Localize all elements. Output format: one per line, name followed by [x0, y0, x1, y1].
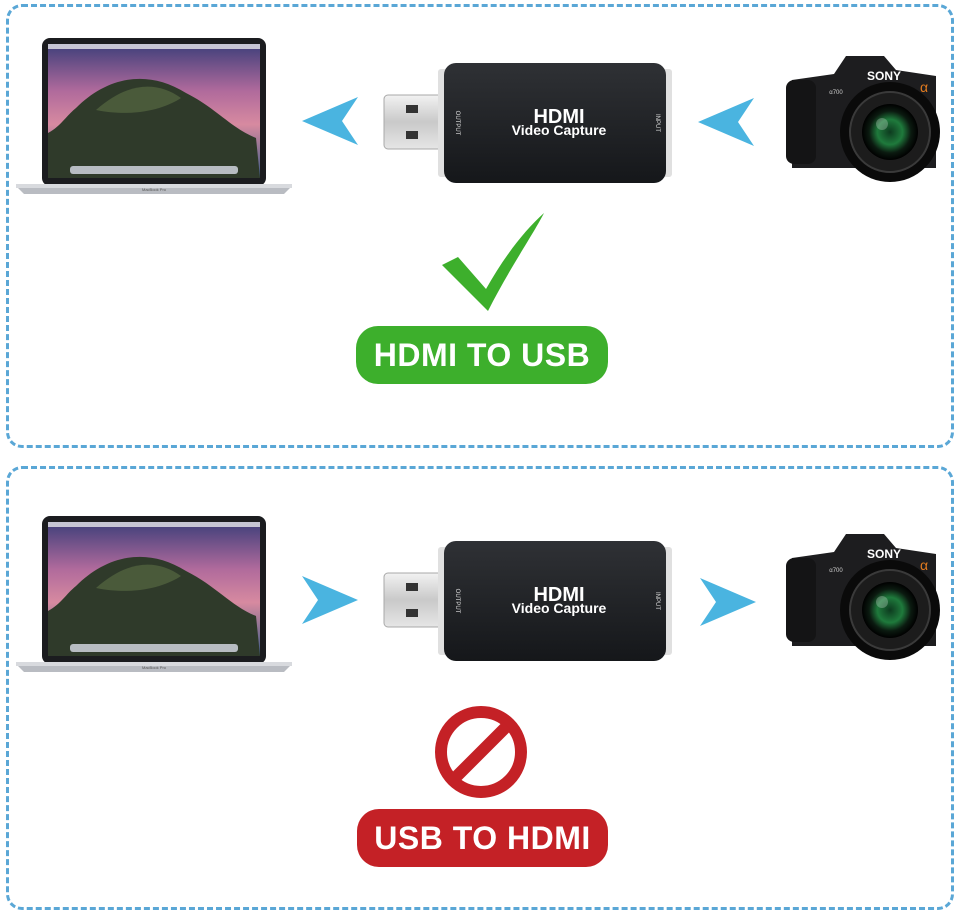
arrow-right-icon: [302, 576, 358, 624]
hdmi-to-usb-label: HDMI TO USB: [356, 326, 608, 384]
laptop-image: MacBook Pro: [16, 516, 292, 672]
camera-model-label: α700: [829, 90, 843, 96]
camera-alpha-logo: α: [920, 557, 928, 573]
device-port-input-label: INPUT: [654, 592, 660, 610]
device-label-hdmi: HDMI: [533, 584, 584, 606]
prohibited-icon: [435, 706, 527, 798]
camera-alpha-logo: α: [920, 79, 928, 95]
laptop-image: MacBook Pro: [16, 38, 292, 194]
usb-to-hdmi-label: USB TO HDMI: [357, 809, 608, 867]
top-panel: [6, 4, 954, 448]
device-label-video-capture: Video Capture: [512, 122, 607, 138]
camera-brand-label: SONY: [867, 69, 901, 83]
camera-image: SONY α α700: [786, 534, 940, 660]
camera-model-label: α700: [829, 568, 843, 574]
laptop-model-label: MacBook Pro: [142, 187, 167, 192]
checkmark-icon: [442, 213, 544, 311]
laptop-model-label: MacBook Pro: [142, 665, 167, 670]
hdmi-capture-device: HDMI Video Capture OUTPUT INPUT: [383, 541, 672, 661]
hdmi-capture-device: HDMI Video Capture OUTPUT INPUT: [383, 63, 672, 183]
camera-image: SONY α α700: [786, 56, 940, 182]
arrow-right-icon: [700, 578, 756, 626]
arrow-left-icon: [302, 97, 358, 145]
arrow-left-icon: [698, 98, 754, 146]
device-label-hdmi: HDMI: [533, 106, 584, 128]
device-port-output-label: OUTPUT: [454, 589, 460, 614]
device-port-input-label: INPUT: [654, 114, 660, 132]
device-port-output-label: OUTPUT: [454, 111, 460, 136]
device-label-video-capture: Video Capture: [512, 600, 607, 616]
bottom-panel: [6, 466, 954, 910]
camera-brand-label: SONY: [867, 547, 901, 561]
